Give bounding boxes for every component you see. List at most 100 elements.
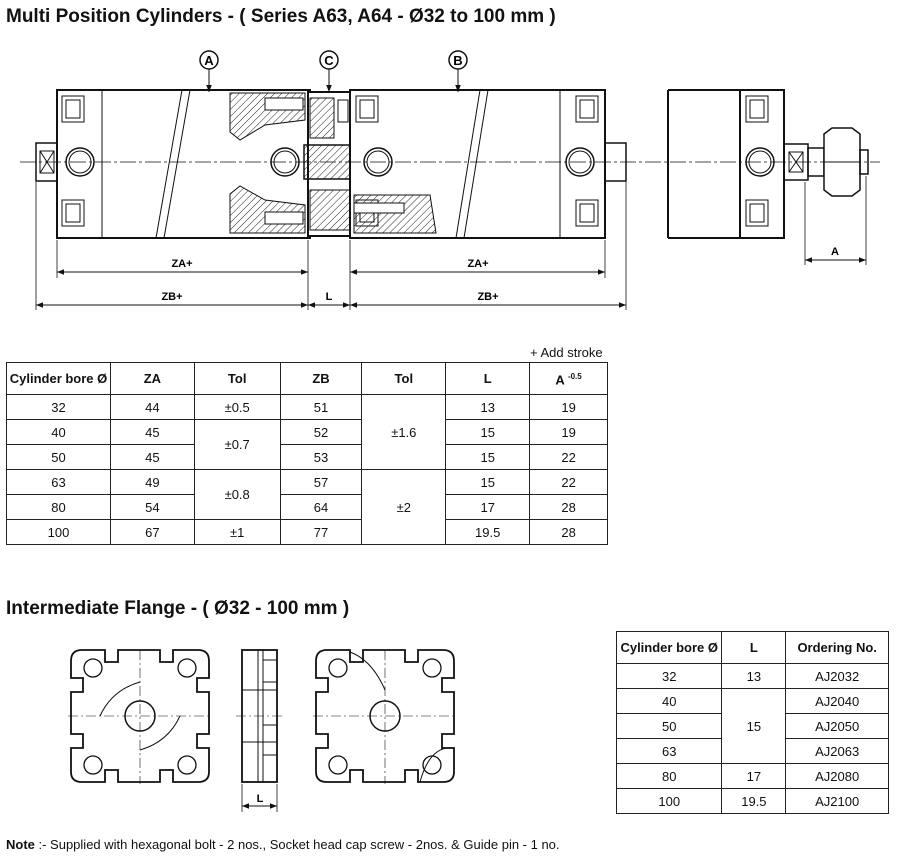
cell-za: 54	[110, 494, 195, 520]
dim-zb-left-label: ZB+	[161, 291, 182, 303]
cell-bore: 80	[615, 763, 723, 789]
cylinder-center-section	[303, 91, 355, 237]
cell-bore: 80	[5, 494, 112, 520]
table-row: 63 AJ2063	[615, 738, 889, 764]
table-row: 63 49 ±0.8 57 ±2 15 22	[5, 469, 608, 545]
page-title: Multi Position Cylinders - ( Series A63,…	[6, 6, 556, 27]
cell-zb: 52	[279, 419, 363, 445]
cell-bore: 32	[615, 663, 723, 689]
col-header-tol: Tol	[361, 362, 447, 395]
callout-b: B	[448, 50, 468, 92]
cell-za: 44	[110, 394, 195, 420]
col-header-zb: ZB	[279, 362, 363, 395]
cell-zb: 51	[279, 394, 363, 420]
cell-bore: 63	[615, 738, 723, 764]
cylinder-left	[35, 89, 311, 239]
cell-tol: ±0.8	[193, 469, 281, 520]
cell-l: 19.5	[445, 519, 531, 545]
cell-bore: 50	[615, 713, 723, 739]
cell-ordering-no: AJ2050	[785, 713, 889, 739]
cell-ordering-no: AJ2100	[785, 788, 889, 814]
col-header-l: L	[445, 362, 531, 395]
cell-bore: 32	[5, 394, 112, 420]
col-header-bore: Cylinder bore Ø	[615, 631, 723, 664]
cell-tol-group: ±2	[361, 469, 447, 545]
table-row: 100 19.5 AJ2100	[615, 788, 889, 814]
cell-l: 15	[445, 419, 531, 445]
callout-c-label: C	[324, 53, 334, 68]
dimensions-table: Cylinder bore Ø ZA Tol ZB Tol L A -0.5 3…	[5, 362, 608, 545]
table-row: 40 15 AJ2040	[615, 688, 889, 764]
dim-zb-right: ZB+	[350, 291, 626, 308]
section-title-flange: Intermediate Flange - ( Ø32 - 100 mm )	[6, 598, 350, 619]
callout-a-label: A	[204, 53, 214, 68]
col-header-bore: Cylinder bore Ø	[5, 362, 112, 395]
col-header-za: ZA	[110, 362, 195, 395]
cell-l: 13	[721, 663, 787, 689]
cell-ordering-no: AJ2032	[785, 663, 889, 689]
footnote: Note :- Supplied with hexagonal bolt - 2…	[6, 837, 560, 852]
flange-dim-l-label: L	[257, 793, 264, 805]
cell-za: 67	[110, 519, 195, 545]
cylinder-right	[349, 89, 627, 239]
cell-l: 15	[445, 444, 531, 470]
table-header-row: Cylinder bore Ø ZA Tol ZB Tol L A -0.5	[5, 362, 608, 395]
footnote-text: :- Supplied with hexagonal bolt - 2 nos.…	[34, 837, 560, 852]
cylinder-rod-end	[667, 89, 869, 239]
cell-zb: 77	[279, 519, 363, 545]
dim-l: L	[308, 291, 350, 308]
flange-front-view	[68, 649, 212, 784]
dim-za-left-label: ZA+	[171, 258, 192, 270]
dim-za-left: ZA+	[57, 258, 308, 275]
cell-a: 22	[529, 469, 608, 495]
col-header-a: A -0.5	[529, 362, 608, 395]
cell-zb: 64	[279, 494, 363, 520]
col-header-ordering-no: Ordering No.	[785, 631, 889, 664]
cell-a: 22	[529, 444, 608, 470]
cell-l: 15	[721, 688, 787, 764]
cell-a: 28	[529, 494, 608, 520]
dim-zb-right-label: ZB+	[477, 291, 498, 303]
cell-l: 15	[445, 469, 531, 495]
callout-a: A	[199, 50, 219, 92]
callout-c: C	[319, 50, 339, 92]
cell-bore: 100	[5, 519, 112, 545]
dim-zb-left: ZB+	[36, 291, 308, 308]
cell-tol: ±0.5	[193, 394, 281, 420]
cell-ordering-no: AJ2040	[785, 688, 889, 714]
dim-l-label: L	[326, 291, 333, 303]
ordering-table: Cylinder bore Ø L Ordering No. 32 13 AJ2…	[615, 631, 889, 814]
table-row: 40 45 ±0.7 52 15 19	[5, 419, 608, 470]
cell-bore: 40	[5, 419, 112, 445]
cell-za: 45	[110, 419, 195, 445]
table-row: 100 67 ±1 77 19.5 28	[5, 519, 608, 545]
cell-a: 19	[529, 419, 608, 445]
callout-b-label: B	[453, 53, 462, 68]
table-row: 32 13 AJ2032	[615, 663, 889, 689]
col-header-tol: Tol	[193, 362, 281, 395]
flange-side-view	[236, 649, 283, 812]
cell-l: 17	[721, 763, 787, 789]
cell-bore: 50	[5, 444, 112, 470]
cell-l: 17	[445, 494, 531, 520]
footnote-label: Note	[6, 837, 35, 852]
cell-ordering-no: AJ2080	[785, 763, 889, 789]
cell-ordering-no: AJ2063	[785, 738, 889, 764]
cell-bore: 63	[5, 469, 112, 495]
cell-tol: ±0.7	[193, 419, 281, 470]
table-row: 80 54 64 17 28	[5, 494, 608, 520]
cell-a: 19	[529, 394, 608, 420]
cell-za: 45	[110, 444, 195, 470]
table-row: 50 45 53 15 22	[5, 444, 608, 470]
table-row: 80 17 AJ2080	[615, 763, 889, 789]
cell-za: 49	[110, 469, 195, 495]
dim-a-label: A	[831, 246, 839, 258]
dim-za-right-label: ZA+	[467, 258, 488, 270]
cell-bore: 100	[615, 788, 723, 814]
col-header-l: L	[721, 631, 787, 664]
dim-a: A	[805, 246, 866, 263]
flange-rear-view	[313, 649, 457, 784]
cell-a: 28	[529, 519, 608, 545]
cell-zb: 57	[279, 469, 363, 495]
